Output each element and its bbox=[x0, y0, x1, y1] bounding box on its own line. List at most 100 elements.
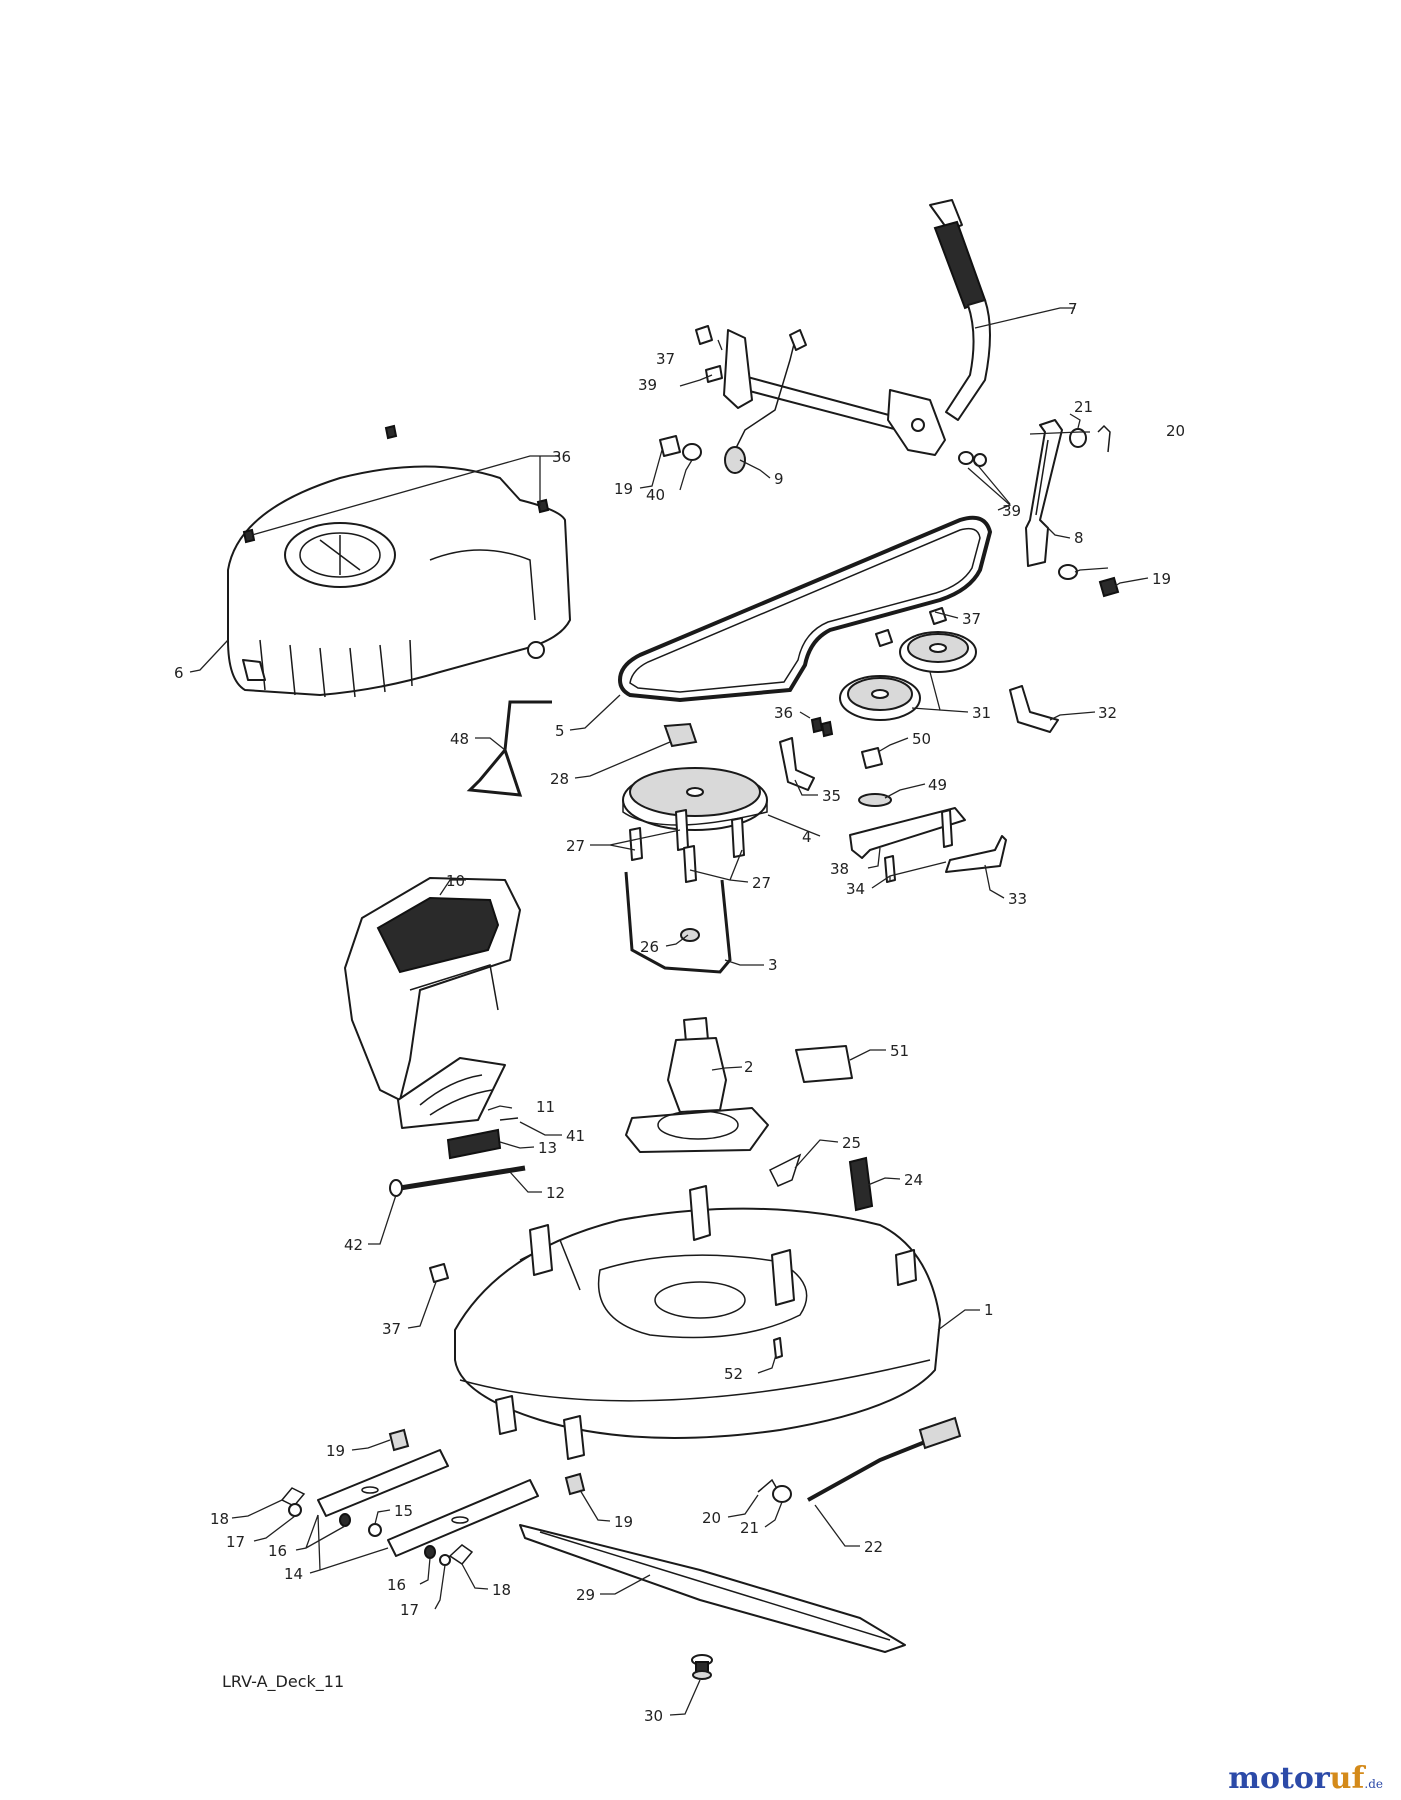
belt-guide bbox=[624, 871, 732, 974]
lift-shaft bbox=[723, 329, 946, 456]
callout-31: 31 bbox=[972, 704, 991, 722]
callout-42: 42 bbox=[344, 1236, 363, 1254]
callout-28: 28 bbox=[550, 770, 569, 788]
callout-1: 1 bbox=[984, 1301, 994, 1319]
callout-8: 8 bbox=[1074, 529, 1084, 547]
callout-37c: 37 bbox=[382, 1320, 401, 1338]
callout-4: 4 bbox=[802, 828, 812, 846]
deflector-plate-ribs bbox=[419, 1074, 493, 1116]
callout-37a: 37 bbox=[656, 350, 675, 368]
hardware-lower-left bbox=[280, 1487, 474, 1566]
pin-41 bbox=[499, 1117, 519, 1121]
callout-40: 40 bbox=[646, 486, 665, 504]
callout-36a: 36 bbox=[552, 448, 571, 466]
drive-belt bbox=[617, 515, 993, 703]
callout-19a: 19 bbox=[614, 480, 633, 498]
callout-35: 35 bbox=[822, 787, 841, 805]
adjustment-link bbox=[1025, 419, 1120, 598]
callout-numbers: 1 2 3 4 5 6 7 8 9 10 11 12 13 14 15 16 1… bbox=[174, 300, 1185, 1725]
callout-27b: 27 bbox=[752, 874, 771, 892]
callout-49: 49 bbox=[928, 776, 947, 794]
callout-48: 48 bbox=[450, 730, 469, 748]
callout-39a: 39 bbox=[638, 376, 657, 394]
bolt-19-mid bbox=[564, 1472, 586, 1496]
callout-16a: 16 bbox=[268, 1542, 287, 1560]
callout-24: 24 bbox=[904, 1171, 923, 1189]
pulley-nut bbox=[663, 722, 698, 748]
fitting-22 bbox=[918, 1416, 962, 1450]
callout-52: 52 bbox=[724, 1365, 743, 1383]
callout-39b: 39 bbox=[1002, 502, 1021, 520]
callout-33: 33 bbox=[1008, 890, 1027, 908]
lift-lever bbox=[929, 199, 991, 421]
part-51 bbox=[795, 1045, 853, 1083]
watermark-part1: motor bbox=[1228, 1761, 1330, 1796]
callout-9: 9 bbox=[774, 470, 784, 488]
leader-lines bbox=[189, 307, 1149, 1716]
link-bars bbox=[317, 1449, 539, 1557]
callout-15: 15 bbox=[394, 1502, 413, 1520]
callout-17b: 17 bbox=[400, 1601, 419, 1619]
callout-36b: 36 bbox=[774, 704, 793, 722]
callout-20b: 20 bbox=[702, 1509, 721, 1527]
callout-16b: 16 bbox=[387, 1576, 406, 1594]
callout-19d: 19 bbox=[614, 1513, 633, 1531]
callout-34: 34 bbox=[846, 880, 865, 898]
blade-bolt bbox=[691, 1654, 713, 1680]
mower-blade bbox=[519, 1524, 906, 1653]
pivot-rod bbox=[399, 1165, 526, 1191]
callout-14: 14 bbox=[284, 1565, 303, 1583]
spring-24 bbox=[848, 1156, 874, 1212]
callout-41: 41 bbox=[566, 1127, 585, 1145]
idler-plate bbox=[849, 807, 1007, 883]
callout-25: 25 bbox=[842, 1134, 861, 1152]
belt-cover bbox=[227, 424, 571, 698]
callout-27a: 27 bbox=[566, 837, 585, 855]
callout-22: 22 bbox=[864, 1538, 883, 1556]
callout-21a: 21 bbox=[1074, 398, 1093, 416]
crank-rod bbox=[466, 700, 552, 797]
discharge-chute bbox=[344, 877, 521, 1101]
callout-13: 13 bbox=[538, 1139, 557, 1157]
washer-49 bbox=[858, 793, 892, 807]
callout-38: 38 bbox=[830, 860, 849, 878]
callout-10: 10 bbox=[446, 872, 465, 890]
callout-7: 7 bbox=[1068, 300, 1078, 318]
spring-13 bbox=[446, 1128, 502, 1160]
idler-pulleys bbox=[839, 607, 977, 721]
spindle-housing bbox=[625, 1017, 769, 1153]
callout-50: 50 bbox=[912, 730, 931, 748]
bolts-27 bbox=[629, 809, 745, 883]
callout-2: 2 bbox=[744, 1058, 754, 1076]
drive-pulley bbox=[622, 767, 768, 831]
washer-21 bbox=[772, 1485, 792, 1503]
watermark-tld: .de bbox=[1364, 1777, 1383, 1791]
nut-37-lower bbox=[429, 1263, 449, 1283]
callout-19c: 19 bbox=[326, 1442, 345, 1460]
callout-19b: 19 bbox=[1152, 570, 1171, 588]
callout-18a: 18 bbox=[210, 1510, 229, 1528]
watermark-logo: motoruf.de bbox=[1228, 1761, 1383, 1796]
callout-51: 51 bbox=[890, 1042, 909, 1060]
deflector-plate bbox=[397, 1057, 506, 1129]
callout-37b: 37 bbox=[962, 610, 981, 628]
callout-12: 12 bbox=[546, 1184, 565, 1202]
callout-21b: 21 bbox=[740, 1519, 759, 1537]
nut-26 bbox=[680, 928, 700, 942]
callout-5: 5 bbox=[555, 722, 565, 740]
callout-6: 6 bbox=[174, 664, 184, 682]
linkage-rod bbox=[724, 329, 807, 474]
washer-42 bbox=[389, 1179, 403, 1197]
callout-20a: 20 bbox=[1166, 422, 1185, 440]
callout-17a: 17 bbox=[226, 1533, 245, 1551]
watermark-part2: uf bbox=[1329, 1761, 1365, 1796]
callout-30: 30 bbox=[644, 1707, 663, 1725]
callout-29: 29 bbox=[576, 1586, 595, 1604]
callout-3: 3 bbox=[768, 956, 778, 974]
bracket-35 bbox=[779, 716, 834, 791]
bolt-50 bbox=[861, 747, 883, 769]
callout-26: 26 bbox=[640, 938, 659, 956]
callout-18b: 18 bbox=[492, 1581, 511, 1599]
callout-32: 32 bbox=[1098, 704, 1117, 722]
